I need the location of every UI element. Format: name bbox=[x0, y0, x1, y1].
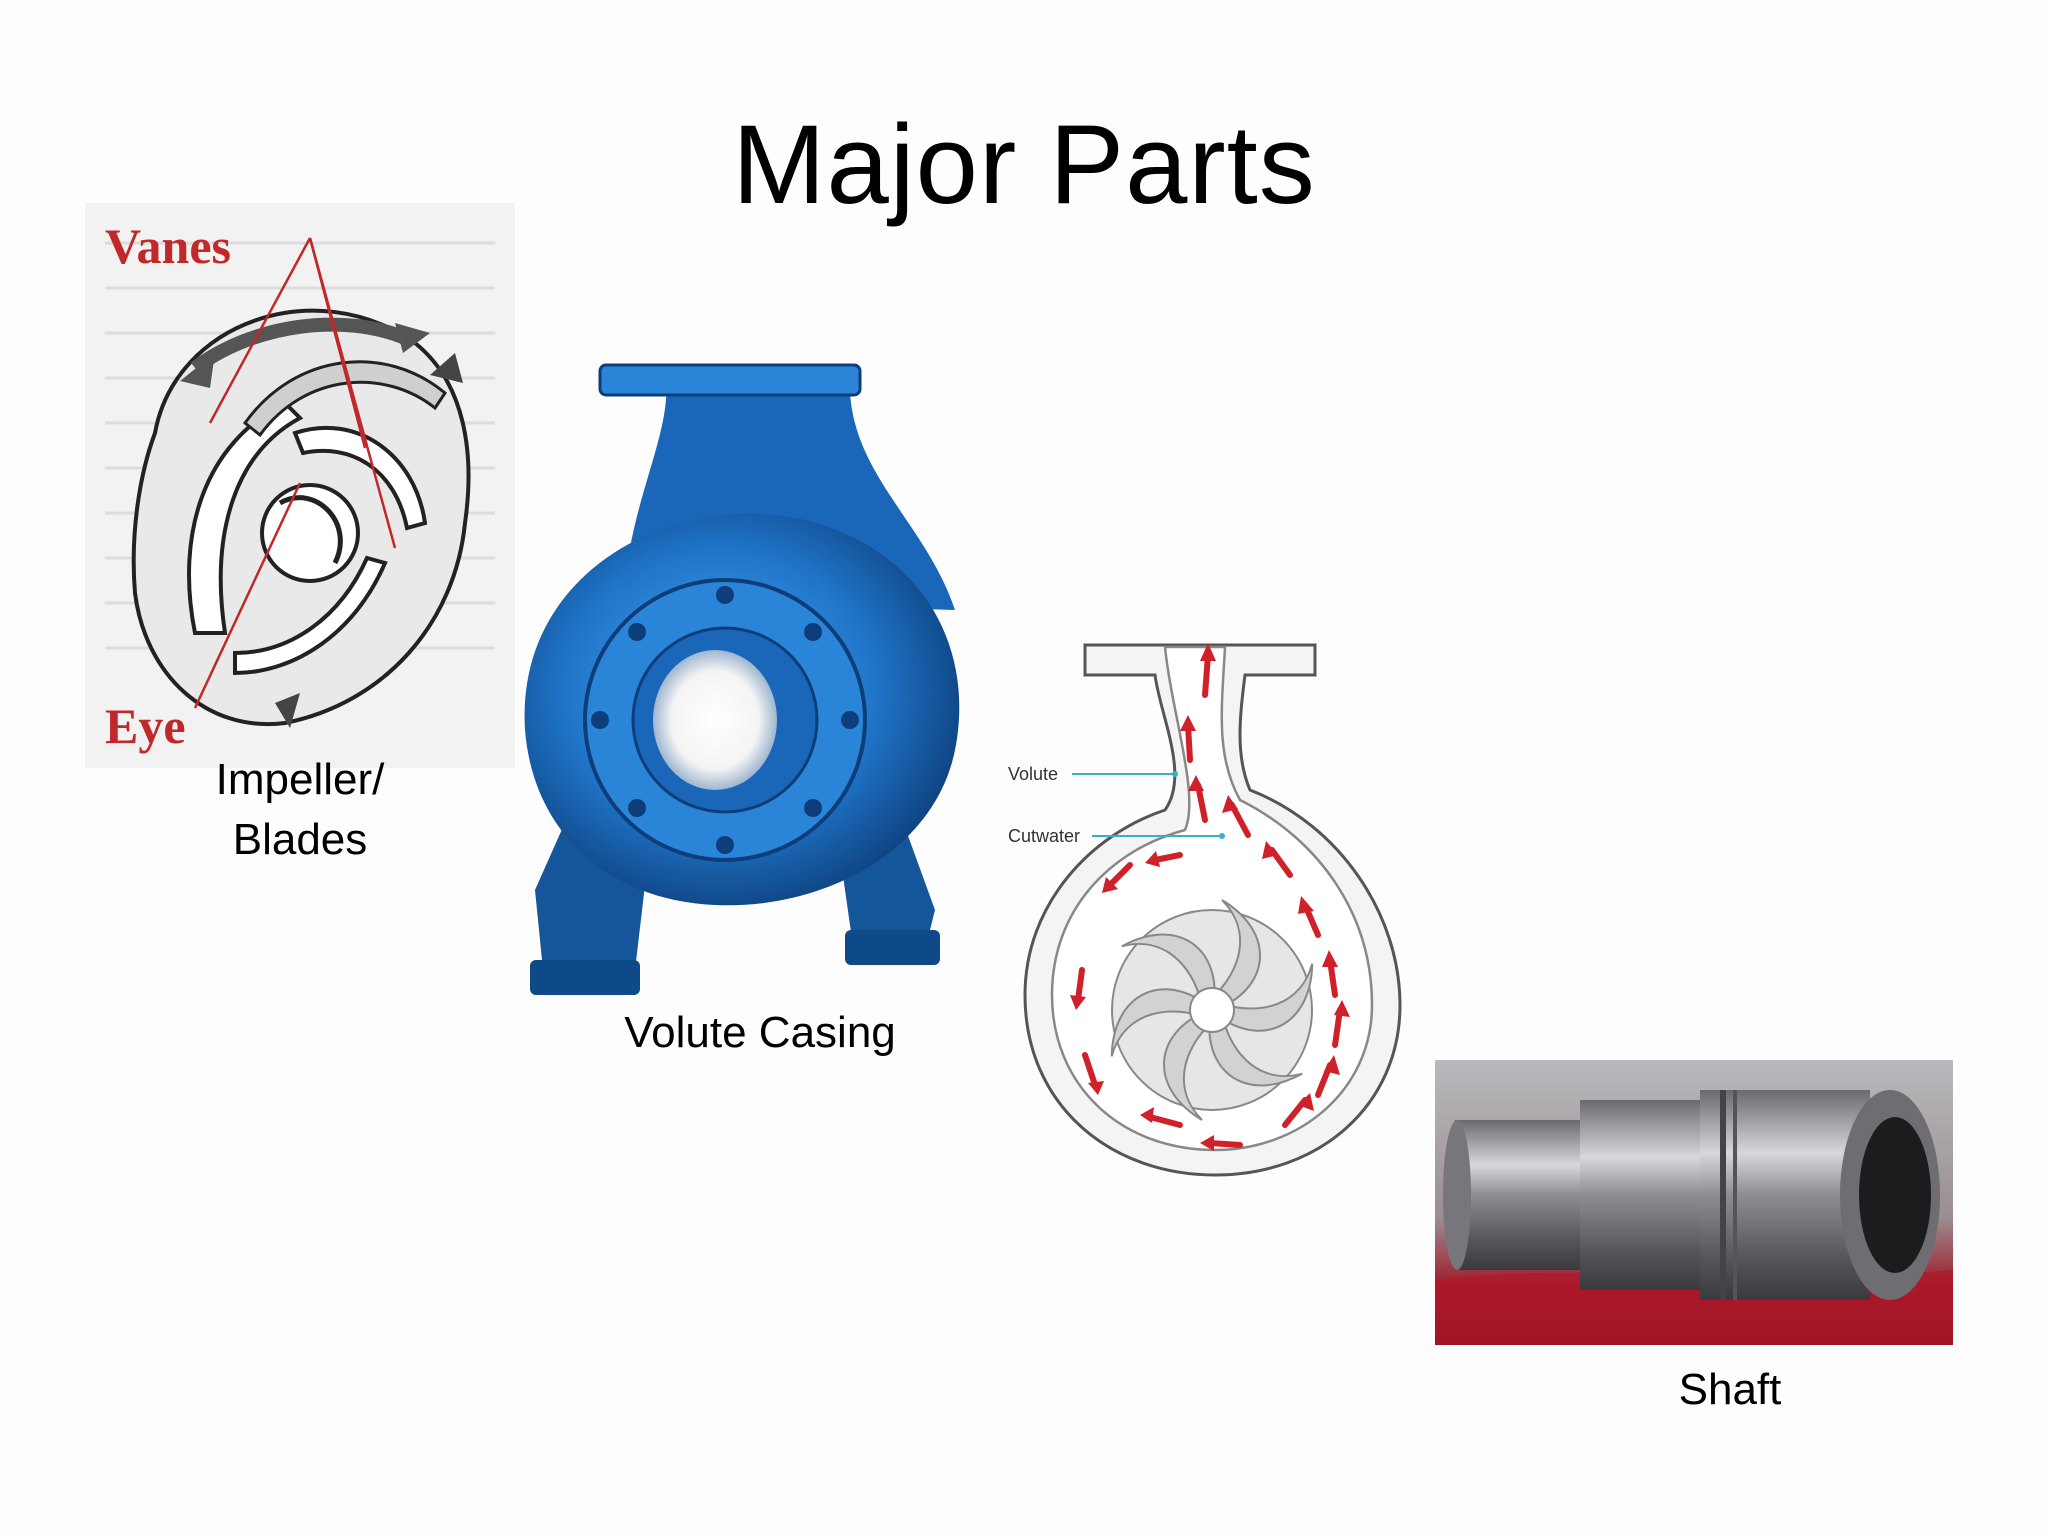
impeller-caption-line1: Impeller/ bbox=[215, 755, 385, 804]
impeller-illustration: Vanes Eye bbox=[85, 203, 515, 768]
shaft-photo bbox=[1435, 1060, 1953, 1345]
slide-title: Major Parts bbox=[732, 102, 1316, 227]
impeller-caption: Impeller/ Blades bbox=[190, 750, 410, 870]
vanes-label: Vanes bbox=[105, 218, 231, 274]
eye-label: Eye bbox=[105, 698, 186, 754]
volute-casing-caption: Volute Casing bbox=[624, 1008, 896, 1057]
volute-label: Volute bbox=[1008, 764, 1058, 784]
impeller-caption-line2: Blades bbox=[232, 815, 368, 864]
volute-cross-section-diagram: Volute Cutwater bbox=[1000, 625, 1420, 1185]
shaft-caption: Shaft bbox=[1678, 1365, 1782, 1414]
volute-casing-photo bbox=[505, 350, 975, 1000]
cutwater-label: Cutwater bbox=[1008, 826, 1080, 846]
